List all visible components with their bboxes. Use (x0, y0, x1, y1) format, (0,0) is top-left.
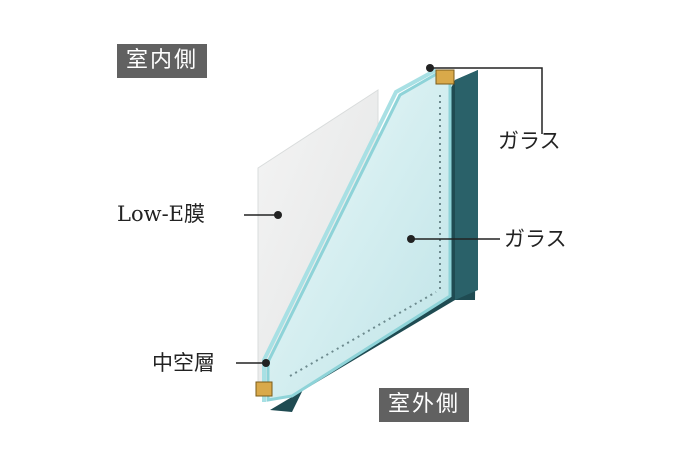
outer-glass-side (455, 70, 478, 300)
leader-dot-air (262, 359, 270, 367)
leader-glass-top (430, 67, 543, 134)
outdoor-side-tag: 室外側 (379, 388, 470, 422)
spacer-dots-bottom (289, 291, 437, 377)
leader-dot-glass-mid (407, 235, 415, 243)
glass-label-mid: ガラス (504, 227, 567, 251)
indoor-side-tag: 室内側 (117, 44, 208, 78)
leader-dot-lowe (274, 211, 282, 219)
leader-dot-glass-top (426, 64, 434, 72)
lowe-film-label: Low-E膜 (117, 202, 205, 226)
spacer-top (435, 69, 455, 85)
glass-edge-highlight (262, 68, 437, 402)
glass-label-top: ガラス (498, 129, 561, 153)
air-layer-label: 中空層 (152, 351, 215, 375)
spacer-bottom (255, 381, 273, 397)
